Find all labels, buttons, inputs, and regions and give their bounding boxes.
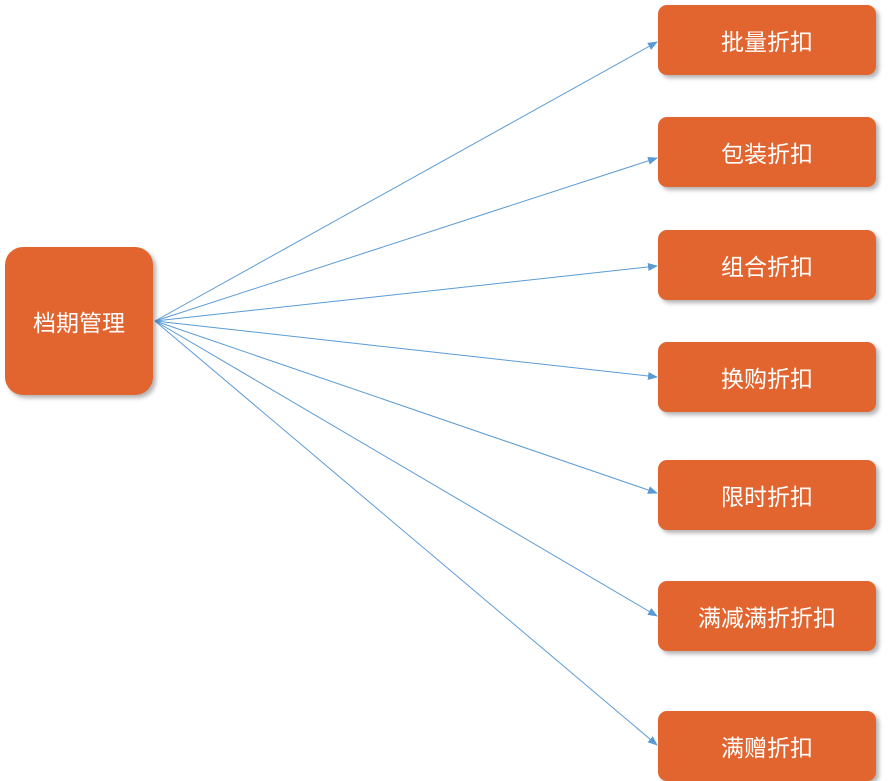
connector-arrow-5	[154, 320, 658, 617]
child-node-combo-discount[interactable]: 组合折扣	[658, 230, 876, 300]
root-node[interactable]: 档期管理	[5, 247, 153, 395]
child-node-label: 满减满折折扣	[698, 606, 836, 632]
child-node-label: 组合折扣	[721, 255, 813, 281]
child-node-label: 满赠折扣	[721, 736, 813, 762]
child-node-tradein-discount[interactable]: 换购折扣	[658, 342, 876, 412]
child-node-limited-time-discount[interactable]: 限时折扣	[658, 460, 876, 530]
child-node-label: 换购折扣	[721, 367, 813, 393]
root-node-label: 档期管理	[33, 311, 125, 337]
child-node-threshold-discount[interactable]: 满减满折折扣	[658, 581, 876, 651]
child-node-package-discount[interactable]: 包装折扣	[658, 117, 876, 187]
connector-arrow-6	[154, 320, 658, 746]
connector-arrow-4	[154, 320, 658, 494]
connector-arrow-2	[154, 263, 658, 322]
connector-arrow-0	[154, 41, 658, 322]
child-node-label: 包装折扣	[721, 142, 813, 168]
connector-arrow-3	[154, 320, 658, 380]
child-node-label: 限时折扣	[721, 485, 813, 511]
connector-arrow-1	[154, 156, 658, 322]
child-node-label: 批量折扣	[721, 30, 813, 56]
child-node-gift-discount[interactable]: 满赠折扣	[658, 711, 876, 781]
child-node-bulk-discount[interactable]: 批量折扣	[658, 5, 876, 75]
